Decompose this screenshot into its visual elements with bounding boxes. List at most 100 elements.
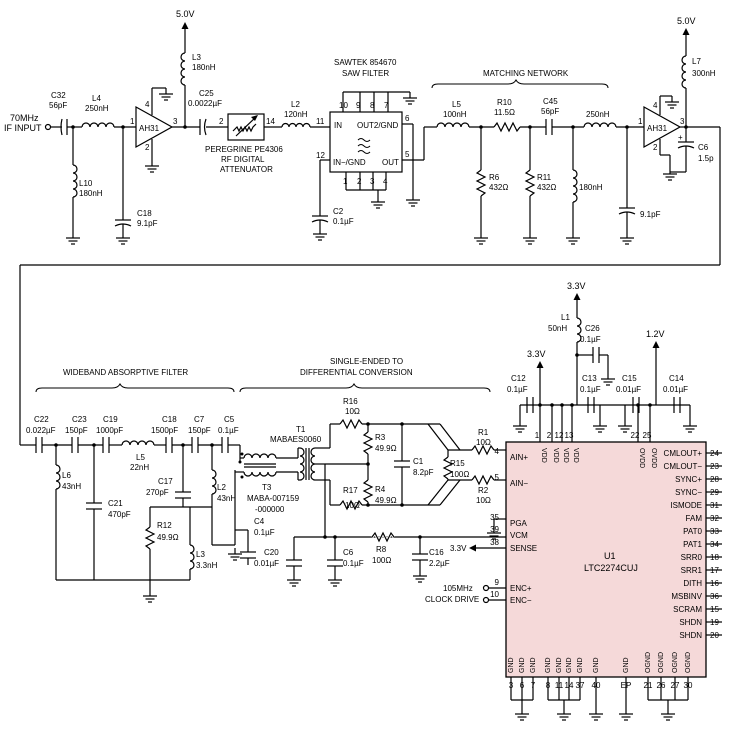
c12-ref: C12: [511, 374, 526, 383]
adc-pin-num: 36: [710, 592, 719, 601]
adc-pin-name: SRR1: [681, 566, 703, 575]
c17-val: 270pF: [146, 488, 169, 497]
l4-ref: L4: [92, 94, 101, 103]
t1-val: MABAES0060: [270, 435, 322, 444]
adc-pin-name: PGA: [510, 519, 528, 528]
c25-val: 0.0022µF: [188, 99, 222, 108]
adc-pin-name: VDD: [562, 448, 569, 463]
adc-pin-num: 2: [547, 431, 552, 440]
l7-ref: L7: [692, 57, 701, 66]
adc-pin-num: 12: [555, 431, 564, 440]
adc-pin-name: ENC−: [510, 596, 532, 605]
r17-ref: R17: [343, 486, 358, 495]
r2-ref: R2: [478, 486, 489, 495]
c23-ref: C23: [72, 415, 87, 424]
c7-ref: C7: [194, 415, 205, 424]
amp1-pin3: 3: [173, 117, 178, 126]
inductor-l6: [55, 464, 61, 490]
adc-pin-name: ENC+: [510, 584, 532, 593]
r4-ref: R4: [375, 485, 386, 494]
amp-ah31-1: [135, 105, 174, 149]
resistor-r17: [339, 499, 363, 511]
l4-val: 250nH: [85, 104, 109, 113]
l2a-ref: L2: [291, 100, 300, 109]
c6a-val: 1.5p: [698, 154, 714, 163]
adc-pin-name: GND: [508, 657, 515, 673]
l7-val: 300nH: [692, 69, 716, 78]
adc-pin-name: ISMODE: [670, 501, 702, 510]
l3a-ref: L3: [192, 53, 201, 62]
r10-val: 11.5Ω: [494, 108, 515, 117]
r8-ref: R8: [376, 545, 387, 554]
amp2-pin2: 2: [653, 143, 658, 152]
adc-pin-name: SYNC−: [675, 488, 702, 497]
l250-val: 250nH: [586, 110, 610, 119]
transformer-t3: [240, 452, 277, 479]
saw-label-1: SAWTEK 854670: [334, 58, 397, 67]
adc-pin-num: 9: [495, 578, 500, 587]
sediff-label-2: DIFFERENTIAL CONVERSION: [300, 368, 413, 377]
c19-val: 1000pF: [96, 426, 123, 435]
r8-val: 100Ω: [372, 556, 391, 565]
saw-pin11: 11: [316, 117, 325, 126]
adc-pin-num: 20: [710, 631, 719, 640]
r12-val: 49.9Ω: [157, 533, 179, 542]
amp2-pin1: 1: [638, 117, 643, 126]
adc-pin-num: 7: [531, 681, 536, 690]
adc-pin-num: 32: [710, 514, 719, 523]
rail-3v3-a: 3.3V: [567, 281, 586, 291]
adc-pin-num: 13: [565, 431, 574, 440]
clk-label: CLOCK DRIVE: [425, 595, 479, 604]
c6a-ref: C6: [698, 143, 709, 152]
amp-ah31-2: [643, 105, 682, 149]
adc-pin-name: OGND: [645, 652, 652, 673]
inductor-l5b: [121, 440, 155, 446]
c5-ref: C5: [224, 415, 235, 424]
adc-pin-name: SRR0: [681, 553, 703, 562]
adc-pin-num: 10: [490, 590, 499, 599]
adc-pin-name: OGND: [658, 652, 665, 673]
r1-ref: R1: [478, 428, 489, 437]
adc-pin-num: 16: [710, 579, 719, 588]
adc-pin-num: 35: [490, 513, 499, 522]
wideband-label: WIDEBAND ABSORPTIVE FILTER: [63, 368, 188, 377]
r15-ref: R15: [450, 459, 465, 468]
c7-val: 150pF: [188, 426, 211, 435]
inductor-l7: [681, 55, 687, 89]
adc-pin-name: OVDD: [638, 448, 645, 468]
adc-pin-num: 14: [565, 681, 574, 690]
c1-val: 8.2pF: [413, 468, 434, 477]
adc-pin-name: OVDD: [650, 448, 657, 468]
adc-pin-num: 6: [520, 681, 525, 690]
inductor-l3b: [189, 544, 195, 570]
saw-pin6: 6: [405, 114, 410, 123]
adc-pin-name: OGND: [685, 652, 692, 673]
resistor-r10: [493, 121, 521, 133]
r16-val: 10Ω: [345, 407, 360, 416]
r3-ref: R3: [375, 433, 386, 442]
c15-ref: C15: [622, 374, 637, 383]
saw-out-label: OUT: [382, 158, 399, 167]
saw-pin1: 1: [343, 177, 348, 186]
adc-pin-name: SHDN: [679, 631, 702, 640]
inductor-l4: [81, 122, 115, 128]
inductor-l10: [72, 164, 78, 198]
saw-out2-label: OUT2/GND: [357, 121, 399, 130]
t3-val2: -000000: [255, 505, 285, 514]
l6-ref: L6: [62, 471, 71, 480]
adc-pin-name: VDD: [572, 448, 579, 463]
c18a-ref: C18: [137, 209, 152, 218]
adc-pin-name: PAT0: [683, 527, 702, 536]
adc-pin-name: SYNC+: [675, 475, 702, 484]
c16-ref: C16: [429, 548, 444, 557]
adc-pin-name: SHDN: [679, 618, 702, 627]
l10-ref: L10: [79, 179, 93, 188]
inductor-l1: [576, 317, 582, 343]
saw-pin2: 2: [357, 177, 362, 186]
l5b-ref: L5: [136, 453, 145, 462]
r11-val: 432Ω: [537, 183, 556, 192]
saw-pin12: 12: [316, 151, 325, 160]
c5-val: 0.1µF: [218, 426, 239, 435]
adc-pin-name: CMLOUT+: [664, 449, 703, 458]
adc-pin-name: VDD: [552, 448, 559, 463]
